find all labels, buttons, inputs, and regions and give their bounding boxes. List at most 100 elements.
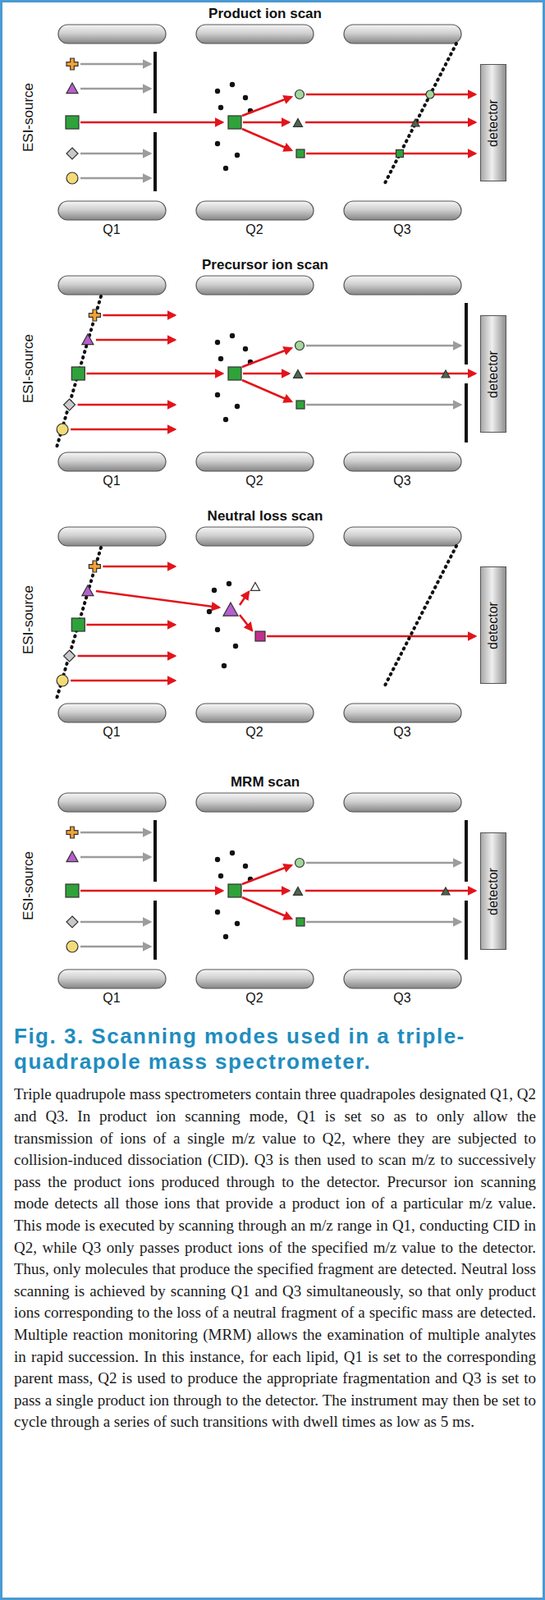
- ion-symbol: [295, 90, 305, 100]
- quadrupole-label: Q3: [393, 222, 411, 238]
- ion-path-arrow: [77, 403, 175, 407]
- quadrupole-rod: [58, 792, 166, 812]
- ion-path-arrow: [80, 87, 151, 91]
- ion-path-arrow: [102, 314, 175, 317]
- ion-path-arrow: [306, 152, 476, 156]
- ion-symbol: [66, 826, 78, 839]
- quadrupole-label: Q1: [102, 990, 120, 1006]
- ion-path-arrow: [80, 856, 151, 859]
- quadrupole-rod: [196, 969, 314, 989]
- neutral-fragment-dot: [223, 165, 229, 171]
- ion-path-arrow: [306, 861, 461, 865]
- neutral-fragment-dot: [215, 141, 220, 147]
- quadrupole-rod: [58, 201, 166, 220]
- ion-path-arrow: [96, 590, 220, 608]
- scan-line: [384, 43, 457, 184]
- quadrupole-rod: [343, 201, 462, 220]
- ion-path-arrow: [242, 889, 289, 893]
- ion-path-arrow: [242, 96, 292, 116]
- ion-symbol: [82, 334, 94, 345]
- scan-panel: [56, 526, 476, 723]
- neutral-fragment-dot: [206, 609, 212, 614]
- neutral-fragment-dot: [242, 346, 248, 352]
- blocking-gate: [464, 900, 468, 960]
- ion-path-arrow: [80, 152, 151, 156]
- ion-symbol: [228, 366, 242, 381]
- ion-path-arrow: [242, 897, 292, 919]
- ion-symbol: [295, 341, 305, 351]
- ion-symbol: [396, 150, 404, 158]
- detector-label: detector: [485, 99, 501, 147]
- detector-box: detector: [480, 566, 507, 684]
- panel-title: MRM scan: [230, 773, 300, 791]
- quadrupole-label: Q1: [102, 473, 120, 489]
- quadrupole-label: Q2: [245, 473, 263, 489]
- source-label: ESI-source: [20, 82, 37, 152]
- ion-symbol: [66, 851, 78, 862]
- ion-symbol: [228, 115, 242, 129]
- quadrupole-rod: [196, 526, 314, 546]
- neutral-fragment-dot: [218, 105, 224, 110]
- ion-path-arrow: [305, 889, 476, 893]
- ion-path-arrow: [242, 121, 289, 124]
- source-label: ESI-source: [20, 851, 37, 921]
- detector-label: detector: [485, 867, 501, 916]
- quadrupole-rod: [343, 24, 462, 44]
- quadrupole-rod: [343, 526, 462, 546]
- ion-symbol: [66, 147, 78, 160]
- blocking-gate: [153, 132, 157, 192]
- ion-symbol: [223, 602, 239, 616]
- blocking-gate: [464, 383, 468, 443]
- ion-path-arrow: [306, 920, 461, 924]
- quadrupole-rod: [58, 24, 166, 44]
- ion-symbol: [425, 90, 435, 99]
- neutral-fragment-dot: [229, 82, 235, 88]
- quadrupole-label: Q3: [393, 724, 411, 740]
- blocking-gate: [153, 51, 157, 114]
- neutral-fragment-dot: [215, 909, 220, 915]
- quadrupole-rod: [343, 452, 462, 472]
- quadrupole-rod: [58, 969, 166, 989]
- blocking-gate: [153, 900, 157, 960]
- quadrupole-rod: [343, 703, 462, 723]
- neutral-fragment-dot: [215, 856, 220, 862]
- ion-symbol: [441, 887, 450, 895]
- ion-symbol: [295, 858, 305, 868]
- ion-path-arrow: [239, 614, 252, 631]
- caption-body-text: Triple quadrupole mass spectrometers con…: [13, 1083, 536, 1434]
- quadrupole-rod: [58, 275, 166, 295]
- quadrupole-rod: [58, 452, 166, 472]
- ion-path-arrow: [266, 635, 476, 638]
- ion-symbol: [293, 370, 303, 379]
- ion-path-arrow: [86, 623, 175, 627]
- neutral-fragment-dot: [234, 920, 240, 926]
- ion-path-arrow: [86, 372, 223, 376]
- ion-symbol: [64, 650, 76, 662]
- neutral-fragment-dot: [226, 581, 232, 587]
- ion-symbol: [66, 82, 78, 94]
- neutral-fragment-dot: [215, 627, 220, 633]
- quadrupole-rod: [196, 201, 314, 220]
- ion-symbol: [293, 119, 303, 128]
- ion-symbol: [66, 940, 78, 953]
- panel-title: Neutral loss scan: [207, 508, 324, 525]
- ion-path-arrow: [80, 63, 151, 66]
- ion-symbol: [56, 423, 69, 436]
- ion-symbol: [411, 119, 420, 127]
- ion-symbol: [88, 309, 101, 321]
- neutral-fragment-dot: [234, 152, 240, 158]
- ion-path-arrow: [242, 380, 292, 402]
- quadrupole-rod: [343, 275, 462, 295]
- ion-path-arrow: [242, 348, 292, 367]
- detector-label: detector: [485, 350, 501, 399]
- quadrupole-label: Q2: [245, 724, 263, 740]
- quadrupole-label: Q3: [393, 990, 411, 1006]
- neutral-fragment-dot: [221, 663, 227, 669]
- ion-symbol: [255, 631, 266, 642]
- neutral-fragment-dot: [215, 392, 220, 398]
- ion-path-arrow: [70, 679, 175, 683]
- quadrupole-rod: [58, 526, 166, 546]
- ion-path-arrow: [70, 428, 175, 431]
- source-label: ESI-source: [20, 585, 37, 655]
